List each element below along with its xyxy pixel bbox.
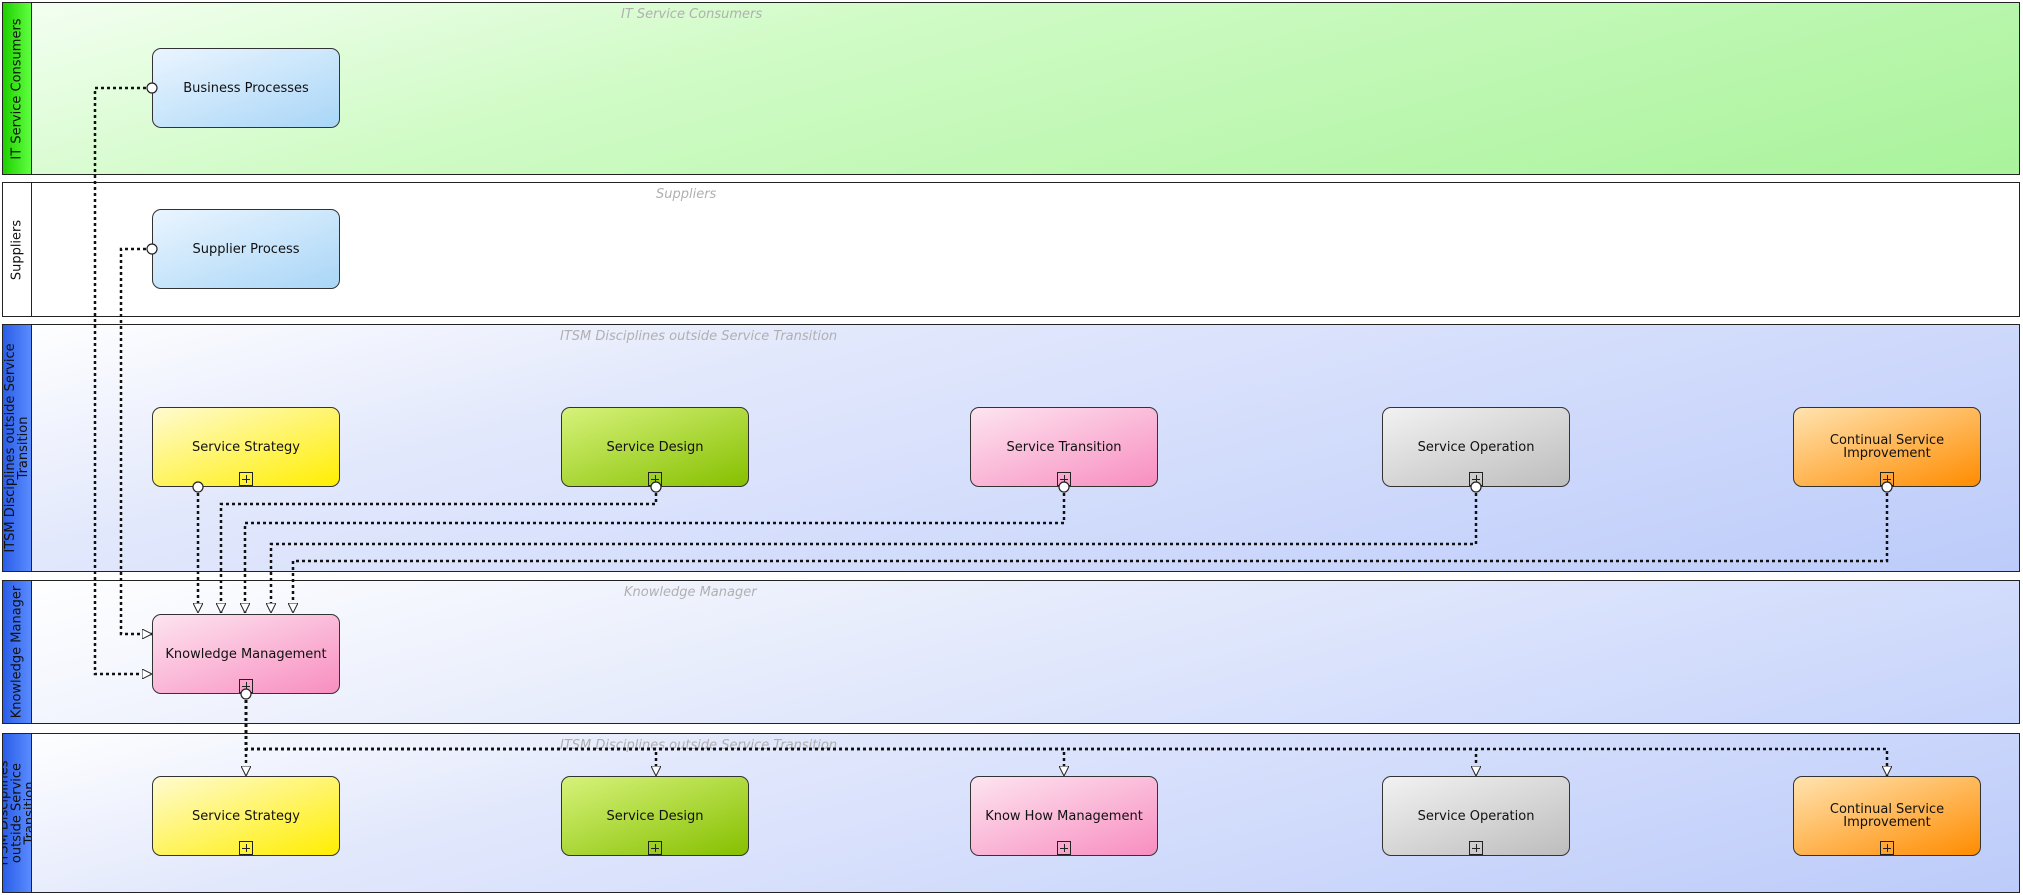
node-label: Knowledge Management (165, 646, 327, 662)
node-label: Supplier Process (192, 241, 300, 257)
lane-header-knowledge-manager: Knowledge Manager (3, 581, 32, 723)
expand-icon[interactable] (1880, 472, 1894, 486)
node-service-operation-top[interactable]: Service Operation (1382, 407, 1570, 487)
lane-header-suppliers: Suppliers (3, 183, 32, 316)
node-label: Service Strategy (192, 439, 300, 455)
flow-km-to-csi (244, 694, 1887, 776)
node-label: Continual Service Improvement (1829, 433, 1945, 461)
lane-header-itsm-top: ITSM Disciplines outside Service Transit… (3, 325, 32, 571)
node-service-strategy-top[interactable]: Service Strategy (152, 407, 340, 487)
flow-csi-to-km (293, 487, 1889, 613)
node-business-processes[interactable]: Business Processes (152, 48, 340, 128)
node-label: Know How Management (985, 808, 1143, 824)
expand-icon[interactable] (1057, 841, 1071, 855)
node-supplier-process[interactable]: Supplier Process (152, 209, 340, 289)
flow-km-to-know-how-management (244, 694, 1064, 776)
node-label: Service Transition (1006, 439, 1122, 455)
lane-watermark: ITSM Disciplines outside Service Transit… (560, 329, 838, 344)
lane-watermark: IT Service Consumers (621, 7, 763, 22)
expand-icon[interactable] (1469, 841, 1483, 855)
expand-icon[interactable] (1057, 472, 1071, 486)
node-service-transition-top[interactable]: Service Transition (970, 407, 1158, 487)
flow-service-design-to-km (221, 487, 658, 613)
flow-supplier-process-to-km (119, 247, 152, 634)
node-service-strategy-bottom[interactable]: Service Strategy (152, 776, 340, 856)
node-csi-bottom[interactable]: Continual Service Improvement (1793, 776, 1981, 856)
lane-header-it-service-consumers: IT Service Consumers (3, 3, 32, 174)
lane-watermark: Suppliers (656, 187, 717, 202)
expand-icon[interactable] (239, 841, 253, 855)
node-service-design-bottom[interactable]: Service Design (561, 776, 749, 856)
flow-km-to-service-operation (244, 694, 1476, 776)
node-service-design-top[interactable]: Service Design (561, 407, 749, 487)
node-label: Service Operation (1417, 439, 1535, 455)
node-knowledge-management[interactable]: Knowledge Management (152, 614, 340, 694)
flow-km-to-service-design (244, 694, 656, 776)
flow-business-processes-to-km (93, 86, 152, 674)
node-label: Continual Service Improvement (1829, 802, 1945, 830)
expand-icon[interactable] (1880, 841, 1894, 855)
node-label: Service Design (606, 439, 704, 455)
expand-icon[interactable] (648, 841, 662, 855)
node-label: Business Processes (183, 80, 309, 96)
node-label: Service Operation (1417, 808, 1535, 824)
expand-icon[interactable] (648, 472, 662, 486)
lane-watermark: Knowledge Manager (624, 585, 757, 600)
lane-header-itsm-bottom: ITSM Disciplines outside Service Transit… (3, 734, 32, 892)
expand-icon[interactable] (239, 472, 253, 486)
expand-icon[interactable] (239, 679, 253, 693)
node-label: Service Strategy (192, 808, 300, 824)
expand-icon[interactable] (1469, 472, 1483, 486)
node-know-how-management[interactable]: Know How Management (970, 776, 1158, 856)
node-csi-top[interactable]: Continual Service Improvement (1793, 407, 1981, 487)
node-service-operation-bottom[interactable]: Service Operation (1382, 776, 1570, 856)
flow-service-operation-to-km (271, 487, 1478, 613)
node-label: Service Design (606, 808, 704, 824)
flow-service-transition-to-km (245, 487, 1066, 613)
